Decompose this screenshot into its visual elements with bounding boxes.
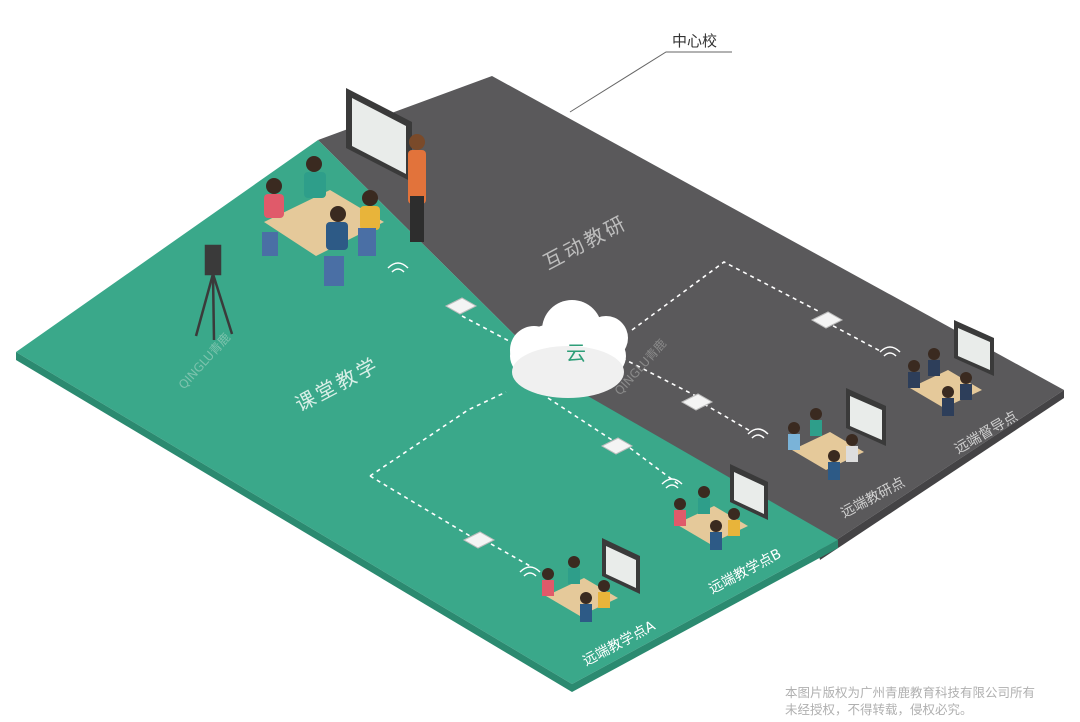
remote-research-point	[788, 388, 886, 480]
center-school-callout-line	[569, 51, 732, 113]
student-icon	[362, 190, 378, 206]
gray-floor-edge	[818, 390, 1064, 560]
main-classroom	[262, 88, 426, 286]
wifi-icons	[387, 262, 901, 577]
remote-teaching-point-a	[542, 538, 640, 622]
tripod-camera-icon	[194, 244, 234, 341]
student-icon	[330, 206, 346, 222]
wifi-icon	[387, 262, 409, 273]
device-box	[680, 393, 714, 411]
green-floor-edge-right	[572, 540, 838, 692]
cloud-label: 云	[566, 341, 586, 365]
device-box	[462, 531, 496, 549]
classroom-table-icon	[264, 190, 384, 256]
wifi-icon	[661, 478, 683, 489]
device-box	[444, 297, 478, 315]
network-devices	[444, 297, 844, 549]
network-links	[369, 261, 883, 567]
copyright-line-1: 本图片版权为广州青鹿教育科技有限公司所有	[785, 685, 1036, 700]
cloud-node	[510, 300, 628, 398]
wifi-icon	[879, 346, 901, 357]
remote-supervision-point	[908, 320, 994, 416]
copyright-line-2: 未经授权，不得转载，侵权必究。	[785, 702, 973, 717]
student-icon	[306, 156, 322, 172]
wifi-icon	[747, 428, 769, 439]
remote-teaching-point-b	[674, 464, 768, 550]
green-floor-edge	[16, 352, 572, 692]
device-box	[600, 437, 634, 455]
wifi-icon	[519, 566, 541, 577]
device-box	[810, 311, 844, 329]
teacher-icon	[408, 150, 426, 204]
center-school-label: 中心校	[672, 32, 717, 50]
copyright-notice: 本图片版权为广州青鹿教育科技有限公司所有 未经授权，不得转载，侵权必究。	[785, 684, 1080, 718]
green-floor	[16, 140, 838, 684]
student-icon	[266, 178, 282, 194]
